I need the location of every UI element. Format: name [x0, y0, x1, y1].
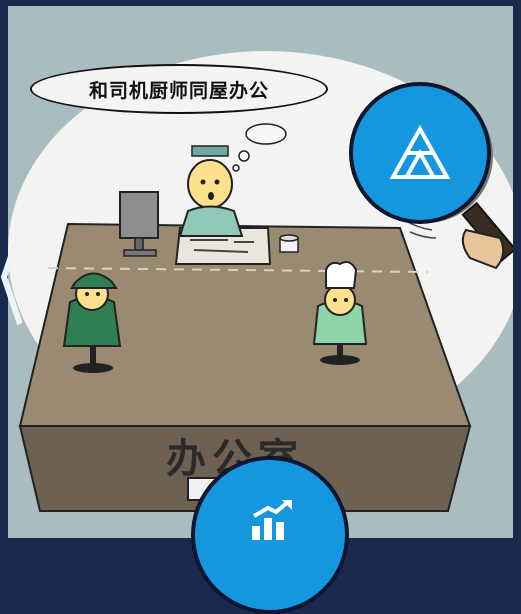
caption-bubble: 和司机厨师同屋办公 — [30, 64, 328, 114]
driver-character — [62, 272, 122, 373]
chevron-left-icon[interactable] — [0, 222, 22, 332]
chef-character — [312, 261, 368, 365]
tea-cup — [279, 234, 299, 253]
official-character — [178, 145, 244, 237]
trending-up-chart-icon[interactable] — [191, 456, 349, 614]
thought-bubble — [232, 123, 287, 172]
triangle-logo-icon[interactable] — [349, 82, 491, 224]
computer-monitor — [119, 191, 159, 257]
